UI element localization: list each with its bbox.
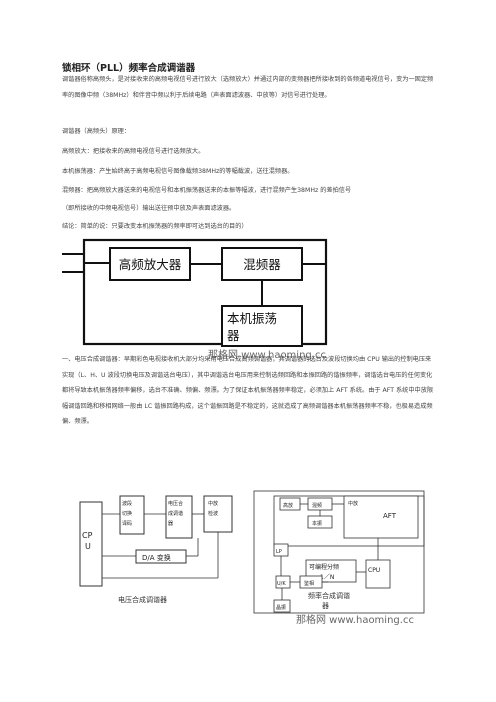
local-oscillator-label-2: 器 bbox=[227, 328, 240, 343]
text-line: 结论：简单的说：只要改变本机振荡器的频率即可达到选台的目的） bbox=[62, 223, 248, 230]
local-oscillator-block bbox=[221, 305, 303, 347]
hf-amplifier-label: 高频放大器 bbox=[119, 257, 182, 272]
mixer-label: 混频器 bbox=[243, 257, 281, 272]
tuner-block-diagram: 高频放大器 混频器 本机振荡 器 bbox=[62, 238, 328, 347]
page-title: 锁相环（PLL）频率合成调谐器 bbox=[62, 63, 196, 74]
svg-text:电压合: 电压合 bbox=[168, 500, 183, 507]
svg-text:AFT: AFT bbox=[383, 512, 397, 520]
svg-text:成调谐: 成调谐 bbox=[168, 510, 183, 517]
intro-paragraph: 调谐器俗称高频头，是对接收来的高频电视信号进行放大（选频放大）并通过内部的变频器… bbox=[62, 76, 434, 99]
svg-text:晶振: 晶振 bbox=[276, 604, 286, 611]
band-decoder-block bbox=[119, 495, 145, 535]
text-line: 混频器：把高频放大器送来的电视信号和本机振荡器送来的本振等幅波，进行混频产生38… bbox=[62, 187, 352, 194]
svg-text:1／N: 1／N bbox=[320, 574, 334, 581]
svg-text:本振: 本振 bbox=[312, 520, 322, 527]
synthesis-tuner-diagram: CP U 波段 切换 译码 电压合 成调谐 器 中放 检波 D/A 变换 电压合… bbox=[79, 490, 425, 614]
cpu-label: CP bbox=[82, 531, 93, 540]
frequency-synthesis-caption: 频率合成调谐 bbox=[308, 591, 350, 600]
text-line: 本机振荡器：产生始终高于高频电视信号图像载频38MHz的等幅载波，送往混频器。 bbox=[62, 168, 294, 175]
svg-text:D/A 变换: D/A 变换 bbox=[142, 553, 171, 562]
voltage-synthesis-paragraph: 一、电压合成调谐器：早期彩色电视接收机大部分均采用电压合成高频调谐器，其调谐器的… bbox=[62, 356, 434, 426]
svg-text:中放: 中放 bbox=[348, 500, 358, 507]
svg-text:鉴相: 鉴相 bbox=[304, 580, 314, 587]
svg-text:器: 器 bbox=[168, 521, 173, 527]
svg-text:U/K: U/K bbox=[277, 581, 286, 587]
text-line: （即所接收的中频电视信号）输出送往预中放及声表面滤波器。 bbox=[62, 205, 236, 212]
svg-text:高放: 高放 bbox=[283, 502, 293, 509]
diagram-frame bbox=[82, 238, 328, 346]
watermark: 那格网 www.haoming.cc bbox=[208, 350, 326, 361]
svg-text:CPU: CPU bbox=[368, 567, 380, 574]
text-line: 高频放大：把接收来的高频电视信号进行选频放大。 bbox=[62, 148, 205, 155]
svg-text:检波: 检波 bbox=[208, 510, 218, 517]
cpu-block bbox=[79, 501, 103, 587]
svg-text:混频: 混频 bbox=[312, 502, 322, 509]
svg-text:中放: 中放 bbox=[208, 500, 218, 507]
da-converter-block bbox=[135, 549, 187, 564]
svg-text:波段: 波段 bbox=[122, 500, 132, 507]
svg-text:译码: 译码 bbox=[122, 520, 132, 527]
right-frame bbox=[253, 490, 425, 614]
voltage-synthesis-caption: 电压合成调谐器 bbox=[118, 595, 167, 604]
svg-text:切换: 切换 bbox=[122, 510, 132, 517]
svg-text:器: 器 bbox=[322, 602, 329, 610]
watermark: 那格网 www.haoming.cc bbox=[296, 615, 414, 626]
hf-amplifier-block bbox=[109, 247, 191, 281]
text-line: 调谐器（高频头）原理： bbox=[62, 128, 131, 135]
voltage-tuner-block bbox=[165, 495, 193, 539]
local-oscillator-label: 本机振荡 bbox=[227, 311, 277, 326]
svg-text:可编程分频: 可编程分频 bbox=[309, 563, 339, 571]
if-detector-block bbox=[203, 495, 233, 533]
cpu-label-2: U bbox=[85, 542, 91, 551]
svg-text:LP: LP bbox=[276, 549, 282, 555]
